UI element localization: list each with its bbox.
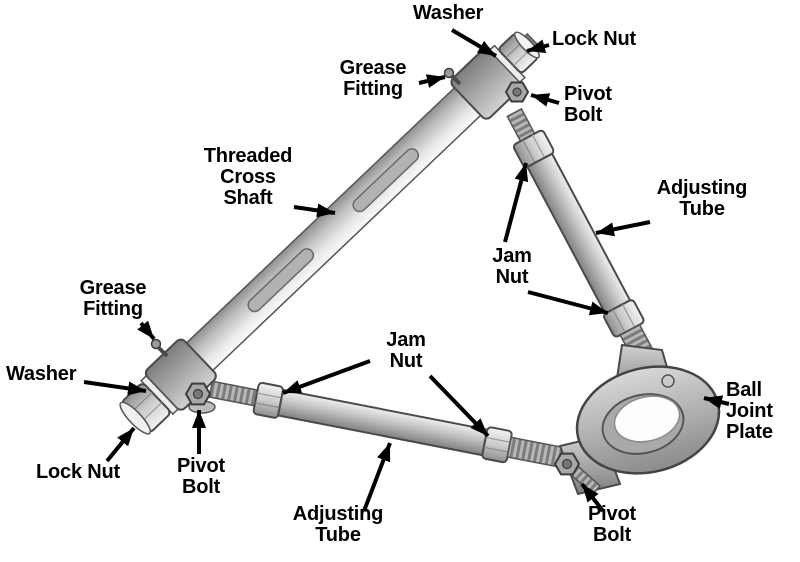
label-washer-left: Washer	[6, 363, 77, 385]
label-pivot-bolt-bottom: Pivot Bolt	[588, 503, 636, 547]
label-lock-nut-left: Lock Nut	[36, 461, 120, 483]
arrow-jam-nut-upper-2	[527, 290, 609, 316]
arrow-ball-joint-plate	[703, 395, 730, 410]
upper-adjusting-tube	[506, 107, 660, 372]
arrow-pivot-bolt-bottom	[580, 482, 605, 513]
pivot-bolt-top-part	[504, 81, 530, 103]
arrow-jam-nut-center-2	[428, 374, 490, 438]
grease-fitting-top-part	[443, 67, 462, 86]
label-pivot-bolt-left: Pivot Bolt	[177, 455, 225, 499]
threaded-cross-shaft-part	[119, 31, 541, 435]
arrow-adjusting-tube-upper	[595, 220, 651, 237]
label-washer-top: Washer	[412, 2, 484, 24]
arrow-washer-left	[83, 380, 147, 396]
label-threaded-cross-shaft: Threaded Cross Shaft	[203, 145, 293, 210]
arrow-grease-fitting-left	[137, 320, 156, 341]
arrow-grease-fitting-top	[418, 74, 446, 88]
label-pivot-bolt-top: Pivot Bolt	[564, 83, 612, 127]
cross-shaft-slot-2	[247, 248, 315, 313]
lower-adjusting-tube	[208, 380, 565, 468]
plate-bore-hole	[613, 395, 681, 443]
label-jam-nut-center: Jam Nut	[386, 329, 426, 373]
plate-small-hole	[661, 374, 675, 388]
leader-arrows	[83, 28, 730, 513]
label-jam-nut-upper: Jam Nut	[492, 245, 532, 289]
label-grease-fitting-top: Grease Fitting	[339, 57, 407, 101]
label-adjusting-tube-lower: Adjusting Tube	[292, 503, 384, 547]
arrow-pivot-bolt-top	[530, 93, 560, 107]
label-grease-fitting-left: Grease Fitting	[79, 277, 147, 321]
label-lock-nut-top: Lock Nut	[552, 28, 636, 50]
label-ball-joint-plate: Ball Joint Plate	[726, 379, 773, 444]
arrow-jam-nut-upper-1	[503, 162, 529, 243]
arrow-jam-nut-center-1	[282, 359, 371, 395]
cross-shaft-slot-1	[352, 148, 420, 213]
ball-joint-plate-part	[558, 343, 721, 496]
upper-tube-body	[526, 152, 632, 315]
arrow-washer-top	[450, 28, 498, 58]
lower-tube-threaded-stud	[208, 380, 263, 408]
label-adjusting-tube-upper: Adjusting Tube	[656, 177, 748, 221]
arrow-lock-nut-left	[105, 426, 136, 463]
cross-shaft-body	[182, 83, 485, 375]
arrow-adjusting-tube-lower	[362, 442, 392, 512]
lower-tube-body	[276, 388, 489, 457]
arrow-cross-shaft	[293, 203, 336, 218]
grease-fitting-left-part	[150, 338, 169, 358]
arrow-lock-nut-top	[526, 39, 550, 54]
